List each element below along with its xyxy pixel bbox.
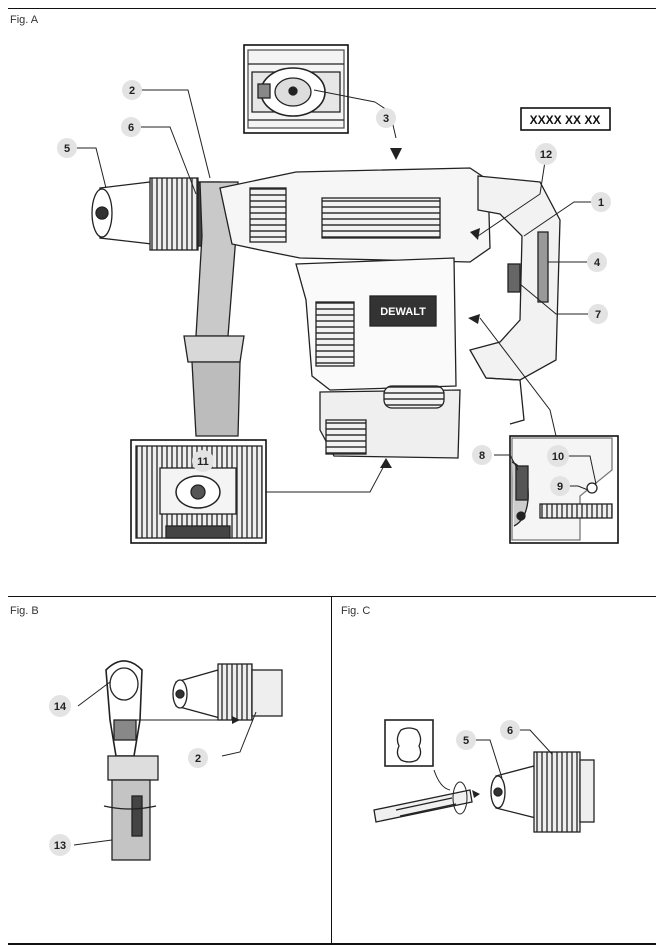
svg-text:2: 2 [195,753,201,765]
callout-4: 4 [587,252,607,272]
bottom-rule [8,943,656,945]
top-rule [8,8,656,9]
svg-text:2: 2 [129,85,135,97]
callout-7: 7 [588,304,608,324]
inset-mode-selector [243,44,349,134]
svg-text:13: 13 [54,840,66,852]
brand-logo-text: DEWALT [380,306,426,318]
callout-2-b: 2 [188,748,208,768]
fig-a-leaders [76,89,597,493]
svg-text:5: 5 [463,735,469,747]
part-number-box [520,107,611,131]
callout-12: 12 [535,143,557,165]
callout-14: 14 [49,695,71,717]
sds-shank-symbol [384,719,434,767]
svg-text:7: 7 [595,309,601,321]
callout-8: 8 [472,445,492,465]
side-handle-detached [103,660,159,861]
callout-5-c: 5 [456,730,476,750]
callout-6: 6 [121,117,141,137]
callout-10: 10 [547,445,569,467]
part-number-label: XXXX XX XX [530,113,601,127]
fig-c-drawing [373,719,595,833]
rotation-arc [452,781,468,815]
fig-c-arrowhead [472,790,480,798]
callout-11: 11 [192,450,214,472]
callout-6-c: 6 [500,720,520,740]
callouts-fig-c: 5 6 [456,720,520,750]
fig-b-label: Fig. B [10,605,39,617]
svg-text:9: 9 [557,481,563,493]
figure-divider [331,597,332,944]
chuck-fig-b [172,663,283,721]
fig-c-label: Fig. C [341,605,371,617]
svg-text:8: 8 [479,450,485,462]
fig-b-leaders [73,681,257,846]
svg-text:3: 3 [383,113,389,125]
callout-2: 2 [122,80,142,100]
inset-bottom-view [130,439,267,544]
svg-text:6: 6 [128,122,134,134]
rotation-arrow [433,769,451,791]
chuck-fig-c [490,751,595,833]
fig-b-arrowhead [232,716,240,724]
svg-text:6: 6 [507,725,513,737]
svg-text:12: 12 [540,149,552,161]
callout-1: 1 [591,192,611,212]
svg-text:14: 14 [54,701,67,713]
callout-3: 3 [376,108,396,128]
fig-c-leaders [476,729,553,779]
svg-text:5: 5 [64,143,70,155]
svg-text:11: 11 [197,456,209,468]
svg-text:1: 1 [598,197,604,209]
middle-rule [8,596,656,597]
fig-b-drawing [73,660,283,861]
drill-bit [373,789,473,823]
svg-text:10: 10 [552,451,564,463]
callouts-fig-a: 1 2 3 4 5 6 7 8 9 10 11 12 [57,80,611,496]
callout-13: 13 [49,834,71,856]
drill-body [219,167,561,459]
callouts-fig-b: 14 2 13 [49,695,208,856]
fig-a-arrowheads [380,148,480,468]
svg-text:4: 4 [594,257,601,269]
callout-5: 5 [57,138,77,158]
fig-a-label: Fig. A [10,14,39,26]
callout-9: 9 [550,476,570,496]
